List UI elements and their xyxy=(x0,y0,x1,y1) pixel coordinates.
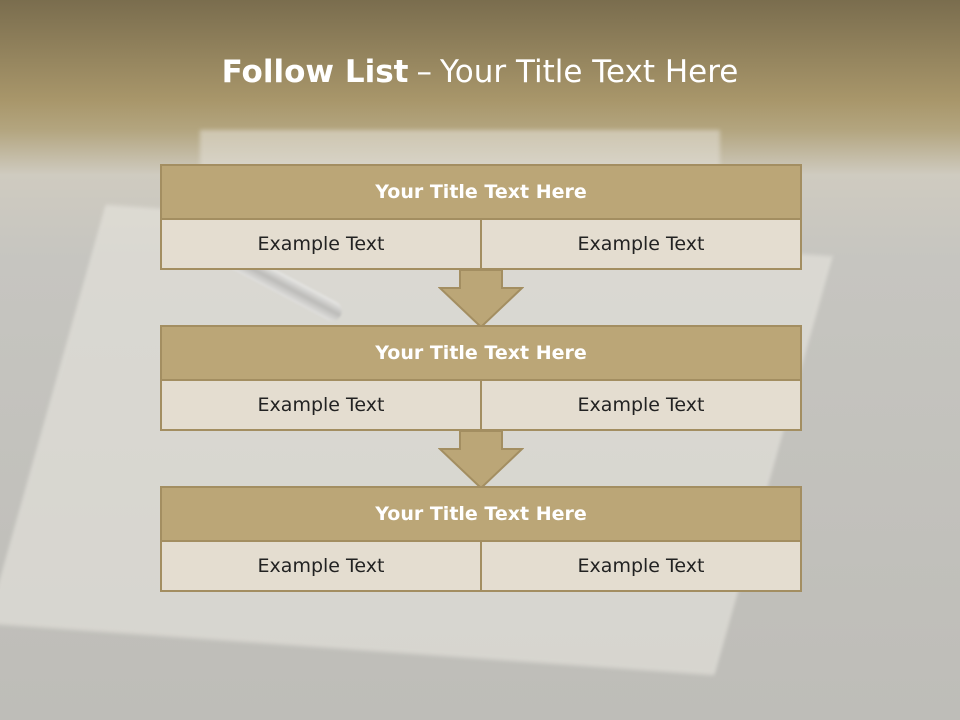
step-cell-right: Example Text xyxy=(482,381,802,431)
slide-title-rest: Your Title Text Here xyxy=(439,54,739,90)
step-block-2: Your Title Text Here Example Text Exampl… xyxy=(160,325,802,431)
step-cells: Example Text Example Text xyxy=(160,381,802,431)
slide-title-separator: – xyxy=(416,54,432,90)
slide-title-bold: Follow List xyxy=(221,54,409,90)
step-cell-right: Example Text xyxy=(482,220,802,270)
step-title: Your Title Text Here xyxy=(160,486,802,542)
slide-title: Follow List–Your Title Text Here xyxy=(0,54,960,90)
down-arrow-icon xyxy=(438,270,524,328)
step-cells: Example Text Example Text xyxy=(160,220,802,270)
step-block-1: Your Title Text Here Example Text Exampl… xyxy=(160,164,802,270)
step-cells: Example Text Example Text xyxy=(160,542,802,592)
step-title: Your Title Text Here xyxy=(160,325,802,381)
step-cell-left: Example Text xyxy=(160,542,482,592)
down-arrow-icon xyxy=(438,431,524,489)
step-cell-right: Example Text xyxy=(482,542,802,592)
step-cell-left: Example Text xyxy=(160,381,482,431)
step-cell-left: Example Text xyxy=(160,220,482,270)
step-title: Your Title Text Here xyxy=(160,164,802,220)
step-block-3: Your Title Text Here Example Text Exampl… xyxy=(160,486,802,592)
notepad-image-body xyxy=(0,204,833,676)
